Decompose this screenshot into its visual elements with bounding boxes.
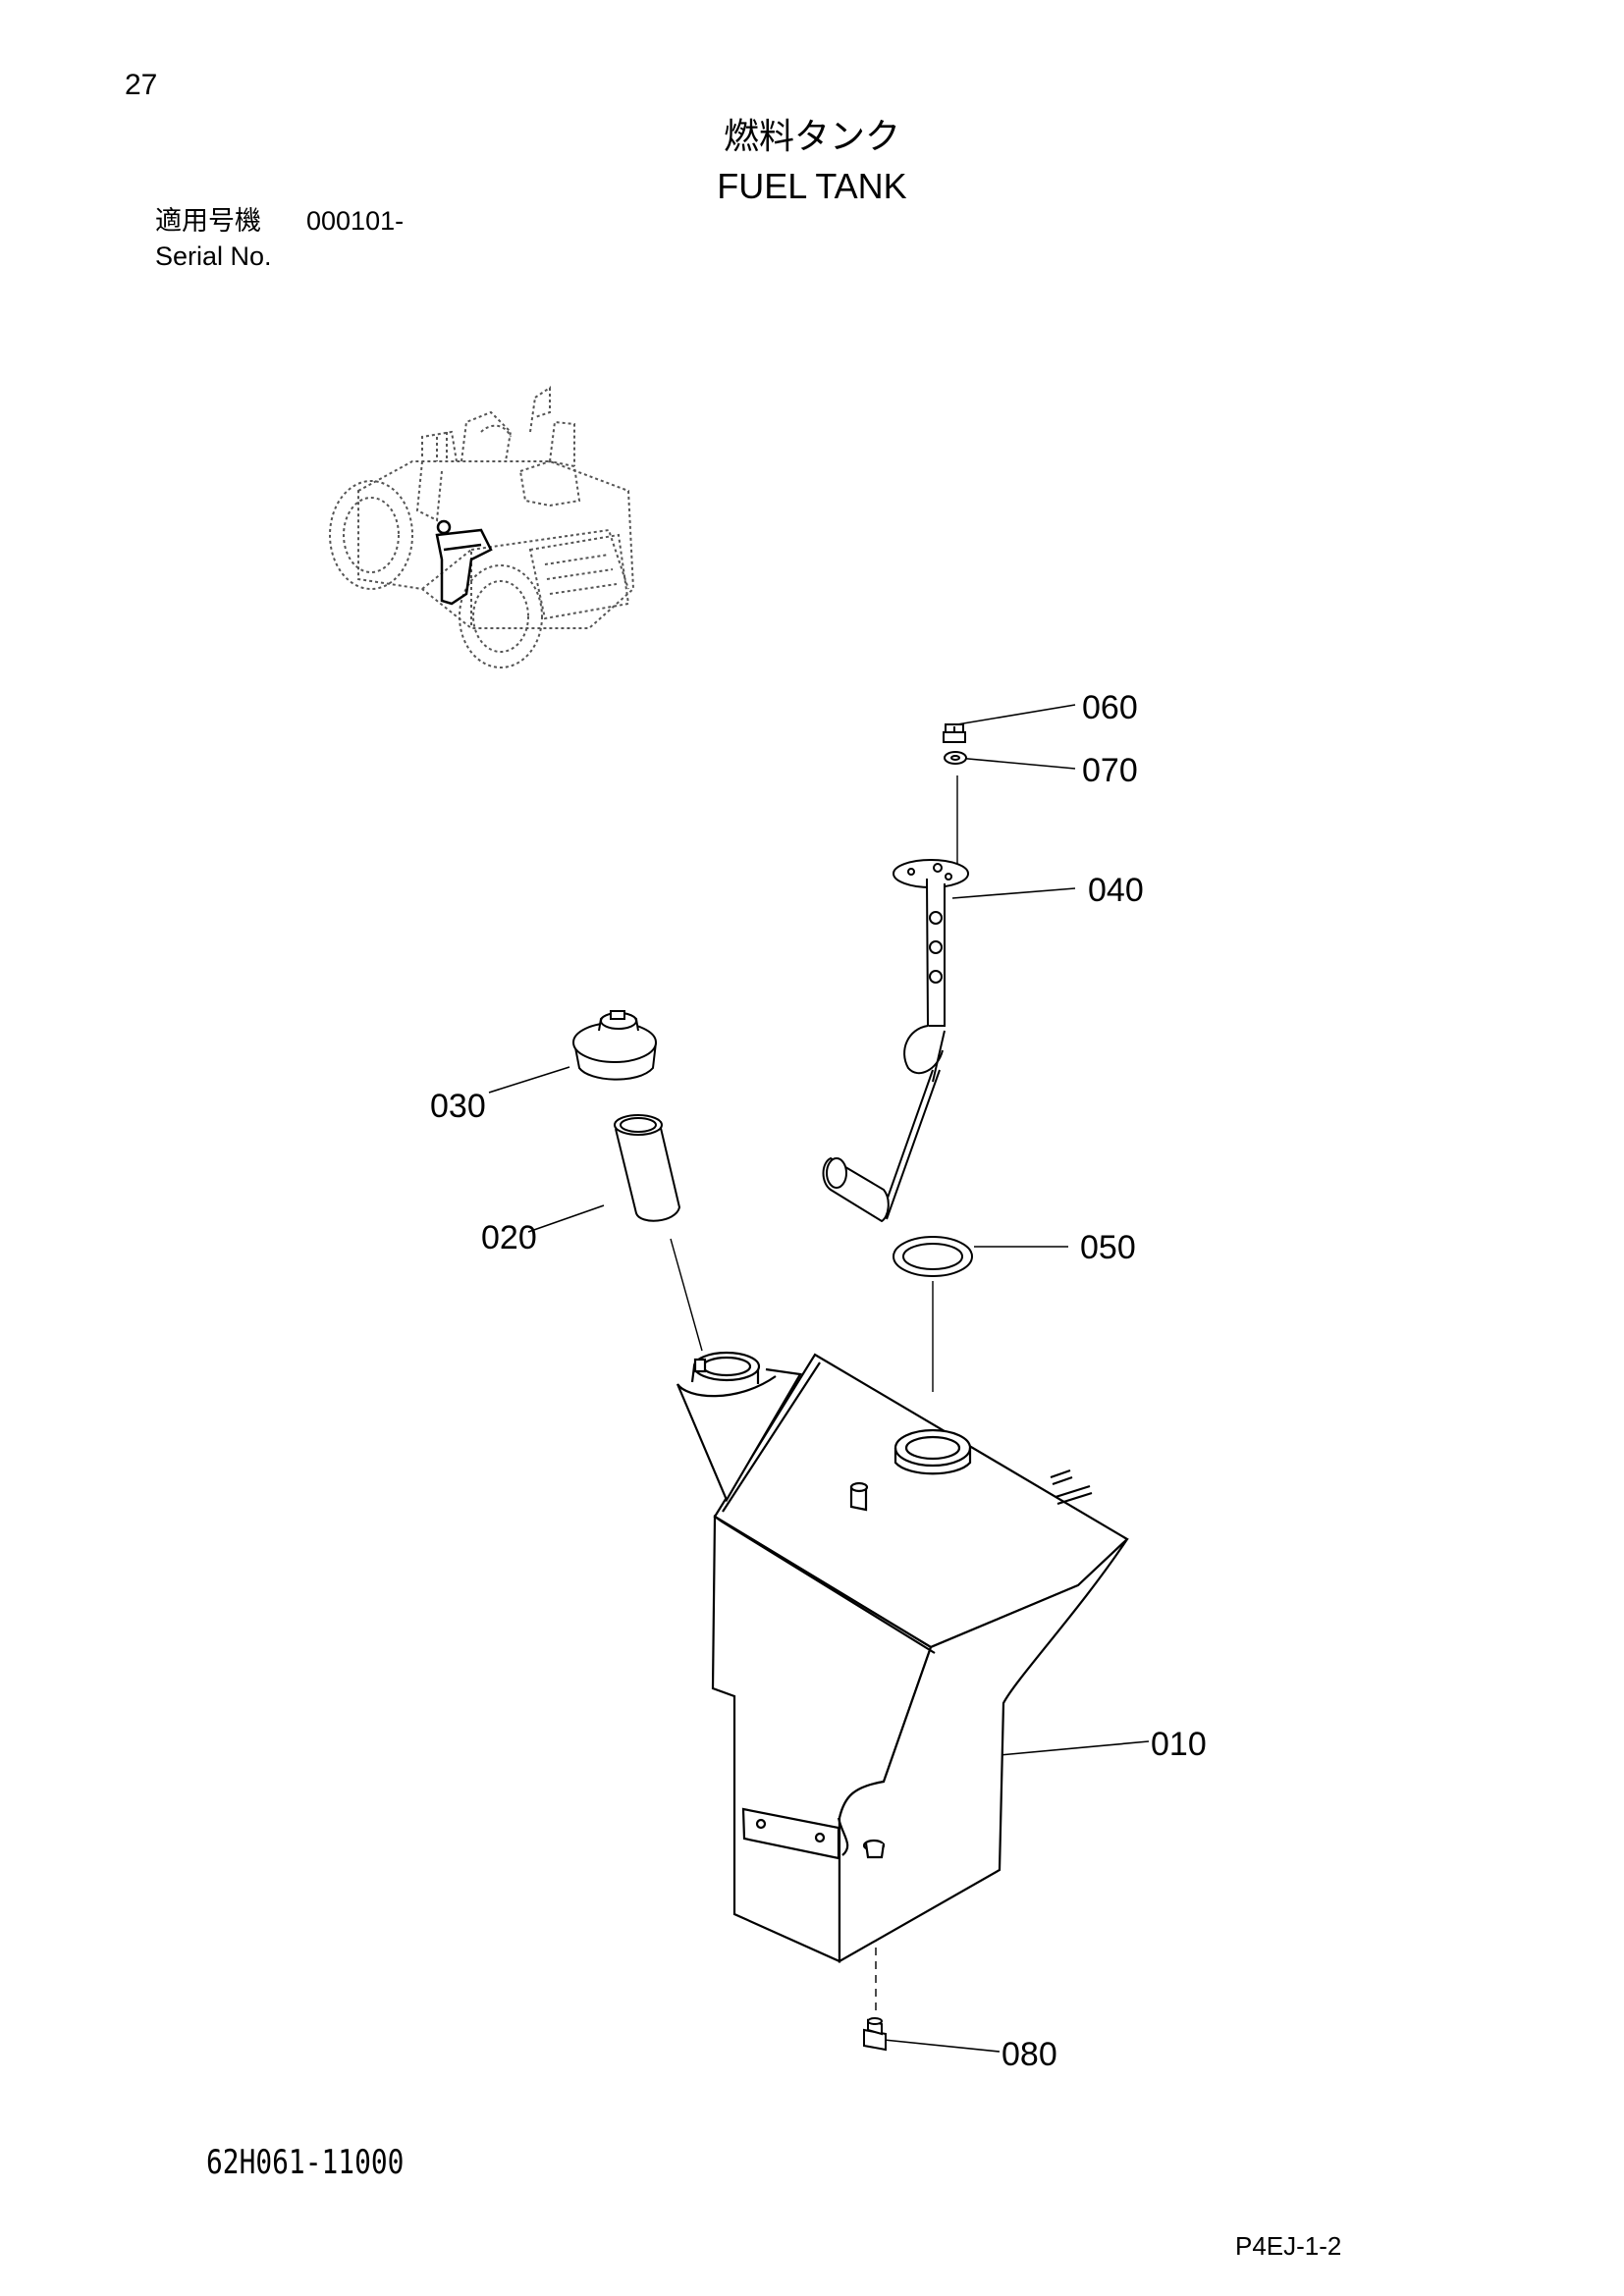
page-title-english: FUEL TANK: [717, 166, 907, 206]
callout-010: 010: [1151, 1726, 1207, 1763]
serial-number-value: 000101-: [306, 206, 405, 236]
page-title-japanese: 燃料タンク: [723, 117, 900, 157]
page-number: 27: [125, 69, 158, 101]
callout-labels: 060 070 040 030 020 050 010 080: [430, 689, 1207, 2073]
callout-030: 030: [430, 1088, 486, 1125]
part-020-filler-strainer: [614, 1114, 681, 1222]
part-code: 62H061-11000: [206, 2143, 405, 2182]
part-030-filler-cap: [572, 1010, 657, 1081]
callout-020: 020: [481, 1219, 537, 1256]
callout-080: 080: [1001, 2036, 1057, 2073]
serial-label-english: Serial No.: [155, 241, 272, 271]
callout-050: 050: [1080, 1229, 1136, 1266]
vehicle-locator-illustration: [329, 386, 635, 668]
callout-070: 070: [1082, 752, 1138, 789]
part-070-washer: [944, 751, 967, 765]
part-040-fuel-sender: [822, 859, 969, 1223]
part-050-gasket: [893, 1236, 973, 1277]
sheet-code: P4EJ-1-2: [1235, 2231, 1342, 2261]
serial-label-japanese: 適用号機: [155, 206, 261, 237]
leader-lines: [488, 704, 1150, 2053]
part-080-drain-plug: [863, 2017, 887, 2052]
callout-060: 060: [1082, 689, 1138, 726]
callout-040: 040: [1088, 872, 1144, 909]
tank-location-highlight: [435, 519, 493, 606]
part-010-fuel-tank: [676, 1351, 1129, 1963]
part-060-bolt: [943, 723, 966, 743]
